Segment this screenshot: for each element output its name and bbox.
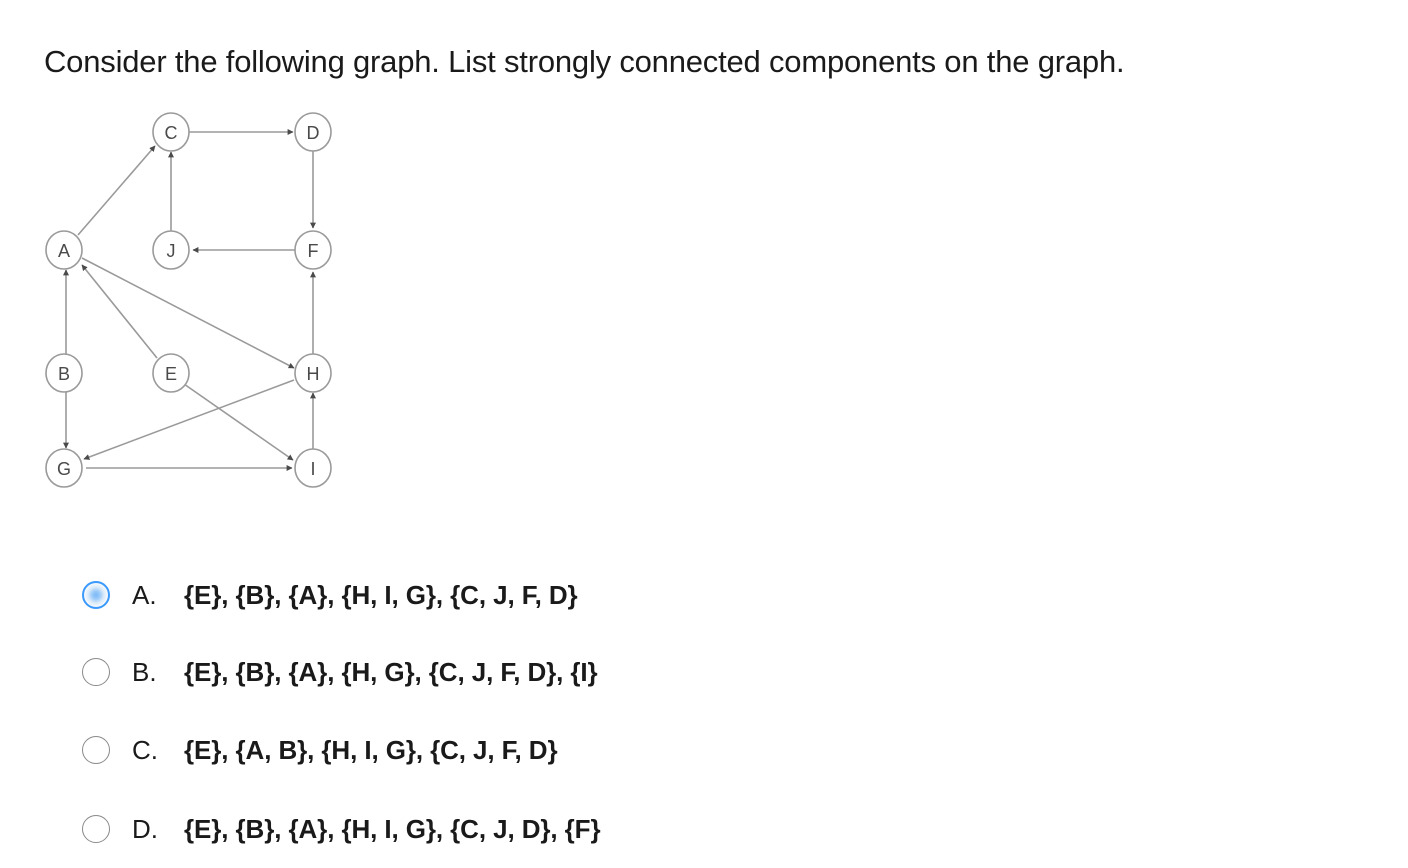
node-h: H bbox=[294, 353, 332, 393]
node-label-b: B bbox=[58, 364, 70, 384]
graph-nodes: C D A J F B E H bbox=[45, 112, 332, 488]
radio-option-d[interactable] bbox=[82, 815, 110, 843]
option-text-d: {E}, {B}, {A}, {H, I, G}, {C, J, D}, {F} bbox=[184, 813, 601, 844]
node-label-h: H bbox=[307, 364, 320, 384]
radio-option-a[interactable] bbox=[82, 581, 110, 609]
edge-h-g bbox=[83, 379, 295, 460]
node-label-e: E bbox=[165, 364, 177, 384]
option-letter-c: C. bbox=[132, 734, 158, 765]
option-c[interactable]: C. {E}, {A, B}, {H, I, G}, {C, J, F, D} bbox=[82, 730, 558, 770]
node-g: G bbox=[45, 448, 83, 488]
node-a: A bbox=[45, 230, 83, 270]
option-b[interactable]: B. {E}, {B}, {A}, {H, G}, {C, J, F, D}, … bbox=[82, 652, 598, 692]
graph-edges bbox=[63, 129, 316, 471]
edge-a-c bbox=[77, 145, 156, 236]
option-d[interactable]: D. {E}, {B}, {A}, {H, I, G}, {C, J, D}, … bbox=[82, 809, 601, 849]
node-label-i: I bbox=[310, 459, 315, 479]
node-i: I bbox=[294, 448, 332, 488]
radio-option-b[interactable] bbox=[82, 658, 110, 686]
option-text-b: {E}, {B}, {A}, {H, G}, {C, J, F, D}, {I} bbox=[184, 656, 598, 687]
node-label-f: F bbox=[308, 241, 319, 261]
option-letter-b: B. bbox=[132, 656, 157, 687]
node-j: J bbox=[152, 230, 190, 270]
node-f: F bbox=[294, 230, 332, 270]
node-c: C bbox=[152, 112, 190, 152]
radio-option-c[interactable] bbox=[82, 736, 110, 764]
option-a[interactable]: A. {E}, {B}, {A}, {H, I, G}, {C, J, F, D… bbox=[82, 575, 578, 615]
node-e: E bbox=[152, 353, 190, 393]
option-text-c: {E}, {A, B}, {H, I, G}, {C, J, F, D} bbox=[184, 734, 558, 765]
node-label-g: G bbox=[57, 459, 71, 479]
node-b: B bbox=[45, 353, 83, 393]
node-label-c: C bbox=[165, 123, 178, 143]
edge-e-a bbox=[81, 264, 158, 359]
option-text-a: {E}, {B}, {A}, {H, I, G}, {C, J, F, D} bbox=[184, 579, 578, 610]
question-text: Consider the following graph. List stron… bbox=[44, 44, 1125, 79]
node-label-d: D bbox=[307, 123, 320, 143]
node-label-j: J bbox=[167, 241, 176, 261]
directed-graph-figure: C D A J F B E H bbox=[45, 112, 332, 488]
node-d: D bbox=[294, 112, 332, 152]
edge-e-i bbox=[183, 383, 294, 461]
option-letter-d: D. bbox=[132, 813, 158, 844]
option-letter-a: A. bbox=[132, 579, 157, 610]
node-label-a: A bbox=[58, 241, 70, 261]
edge-a-h bbox=[81, 257, 295, 369]
